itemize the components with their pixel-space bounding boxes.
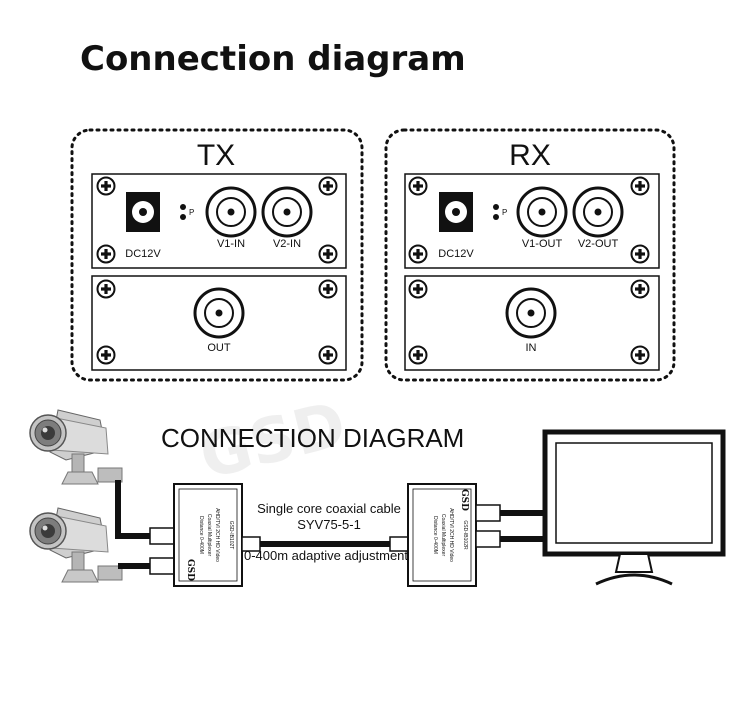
rx-v1-label: V1-OUT <box>522 238 563 250</box>
screw-icon <box>408 176 428 196</box>
cable-model-label: SYV75-5-1 <box>297 517 361 532</box>
tx-led-label: P <box>189 208 194 217</box>
rx-device-spec2: Coaxial Multiplexer <box>440 514 446 557</box>
screw-icon <box>318 279 338 299</box>
screw-icon <box>630 176 650 196</box>
screw-icon <box>96 244 116 264</box>
bnc-connector-icon <box>205 186 257 238</box>
screw-icon <box>318 244 338 264</box>
dc-jack-icon <box>126 192 160 232</box>
tx-v1-label: V1-IN <box>217 238 245 250</box>
rx-device: GSD-IB102R AHD/TVI 2CH HD Video Coaxial … <box>407 483 477 587</box>
led-indicator-icon <box>180 214 186 220</box>
rx-device-spec3: Distance 0-400M <box>432 516 438 554</box>
tx-out-label: OUT <box>207 342 231 354</box>
bnc-connector-icon <box>516 186 568 238</box>
dc-jack-icon <box>439 192 473 232</box>
screw-icon <box>96 279 116 299</box>
camera-icon <box>29 507 123 583</box>
camera-icon <box>29 409 123 485</box>
bnc-connector-icon <box>149 557 175 575</box>
bnc-connector-icon <box>149 527 175 545</box>
led-indicator-icon <box>493 214 499 220</box>
bnc-connector-icon <box>572 186 624 238</box>
screw-icon <box>630 244 650 264</box>
tx-device-spec2: Coaxial Multiplexer <box>206 514 212 557</box>
tx-front-plate: P DC12V V1-IN V2-IN <box>91 173 347 269</box>
camera1-cable <box>115 480 152 539</box>
screw-icon <box>318 176 338 196</box>
bnc-connector-icon <box>261 186 313 238</box>
rx-rear-plate: IN <box>404 275 660 371</box>
led-indicator-icon <box>493 204 499 210</box>
rx-heading: RX <box>509 139 551 172</box>
rx-device-model: GSD-IB102R <box>462 520 468 550</box>
rx-front-plate: P DC12V V1-OUT V2-OUT <box>404 173 660 269</box>
screw-icon <box>630 345 650 365</box>
bnc-connector-icon <box>475 504 501 522</box>
bnc-connector-icon <box>475 530 501 548</box>
connection-diagram-heading: CONNECTION DIAGRAM <box>161 423 464 453</box>
page-title: Connection diagram <box>80 39 466 79</box>
tx-power-label: DC12V <box>125 248 161 260</box>
tx-rear-plate: OUT <box>91 275 347 371</box>
screw-icon <box>408 279 428 299</box>
tx-device-spec3: Distance 0-400M <box>198 516 204 554</box>
distance-note-label: 0-400m adaptive adjustment <box>244 548 408 563</box>
tx-device-spec1: AHD/TVI 2CH HD Video <box>214 508 220 562</box>
monitor-icon <box>542 429 726 586</box>
rx-power-label: DC12V <box>438 248 474 260</box>
bnc-connector-icon <box>505 287 557 339</box>
rx-device-brand: GSD <box>459 489 469 511</box>
cable-type-label: Single core coaxial cable <box>257 501 401 516</box>
tx-device: GSD-IB102T AHD/TVI 2CH HD Video Coaxial … <box>173 483 243 587</box>
tx-heading: TX <box>197 139 235 172</box>
tx-device-model: GSD-IB102T <box>228 521 234 550</box>
rx-panel: RX P DC12V V1-OUT V2-OUT IN <box>384 128 676 382</box>
rx-dotted-border <box>384 128 676 382</box>
rx-in-label: IN <box>526 342 537 354</box>
screw-icon <box>96 176 116 196</box>
rx-led-label: P <box>502 208 507 217</box>
bnc-connector-icon <box>193 287 245 339</box>
tx-device-brand: GSD <box>185 559 195 581</box>
rx-v2-label: V2-OUT <box>578 238 619 250</box>
screw-icon <box>96 345 116 365</box>
screw-icon <box>408 244 428 264</box>
tx-dotted-border <box>70 128 364 382</box>
screw-icon <box>630 279 650 299</box>
rx-device-spec1: AHD/TVI 2CH HD Video <box>448 508 454 562</box>
screw-icon <box>408 345 428 365</box>
led-indicator-icon <box>180 204 186 210</box>
tx-v2-label: V2-IN <box>273 238 301 250</box>
screw-icon <box>318 345 338 365</box>
tx-panel: TX P DC12V V1-IN V2-IN OUT <box>70 128 364 382</box>
